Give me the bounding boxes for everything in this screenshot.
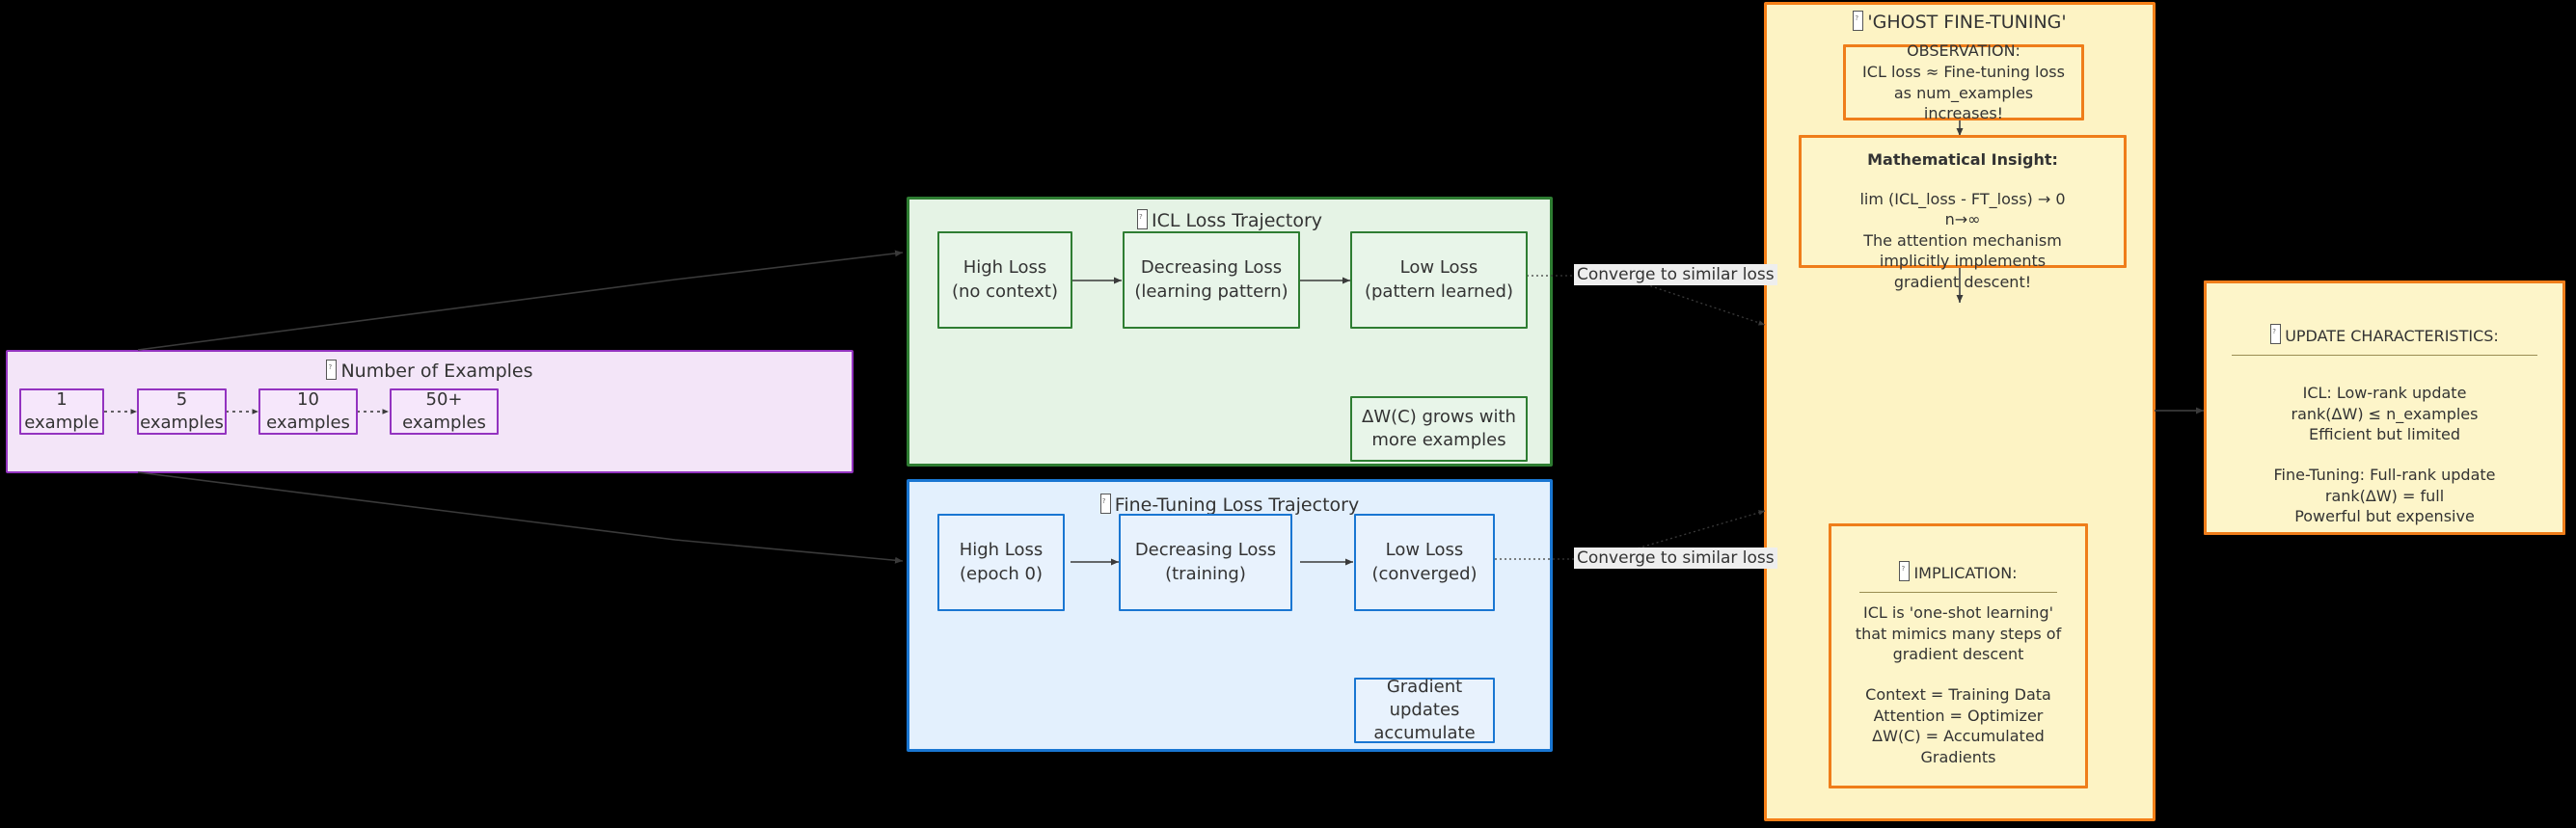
insight-line-6: gradient descent! <box>1893 272 2032 291</box>
implication-line-1: ICL is 'one-shot learning' <box>1863 603 2053 623</box>
edge-examples-to-icl <box>137 250 904 351</box>
implication-line-8: Gradients <box>1920 747 1996 766</box>
node-1-example[interactable]: 1 example <box>19 388 104 435</box>
implication-line-6: Attention = Optimizer <box>1873 706 2044 725</box>
implication-heading: IMPLICATION: <box>1899 540 2018 583</box>
cluster-title-icl: ICL Loss Trajectory <box>909 209 1550 233</box>
update-line-ft-3: Powerful but expensive <box>2294 507 2475 526</box>
node-ft-high-loss[interactable]: High Loss (epoch 0) <box>937 514 1065 611</box>
node-update-characteristics[interactable]: UPDATE CHARACTERISTICS: ICL: Low-rank up… <box>2204 280 2565 535</box>
update-line-ft-1: Fine-Tuning: Full-rank update <box>2273 465 2496 484</box>
update-heading: UPDATE CHARACTERISTICS: <box>2270 303 2499 346</box>
node-ft-gradient-note[interactable]: Gradient updates accumulate <box>1354 677 1495 743</box>
edge-label-ft-converge: Converge to similar loss <box>1574 548 1777 569</box>
node-icl-high-loss[interactable]: High Loss (no context) <box>937 231 1072 329</box>
update-line-icl-1: ICL: Low-rank update <box>2302 384 2467 403</box>
node-icl-decreasing-loss[interactable]: Decreasing Loss (learning pattern) <box>1123 231 1300 329</box>
update-line-ft-2: rank(ΔW) = full <box>2324 486 2445 505</box>
insight-line-5: implicitly implements <box>1879 252 2047 271</box>
edge-label-icl-converge: Converge to similar loss <box>1574 264 1777 285</box>
cluster-title-finetuning: Fine-Tuning Loss Trajectory <box>909 494 1550 518</box>
node-icl-low-loss[interactable]: Low Loss (pattern learned) <box>1350 231 1528 329</box>
node-mathematical-insight[interactable]: Mathematical Insight: lim (ICL_loss - FT… <box>1799 135 2127 291</box>
implication-divider <box>1858 592 2058 594</box>
node-5-examples[interactable]: 5 examples <box>137 388 227 435</box>
implication-line-7: ΔW(C) = Accumulated <box>1872 727 2045 746</box>
implication-line-5: Context = Training Data <box>1865 684 2051 704</box>
insight-line-2: n→∞ <box>1944 210 1981 229</box>
node-50-plus-examples[interactable]: 50+ examples <box>390 388 499 435</box>
update-line-icl-2: rank(ΔW) ≤ n_examples <box>2291 404 2479 423</box>
insight-line-1: lim (ICL_loss - FT_loss) → 0 <box>1859 189 2066 208</box>
missing-glyph-icon <box>1853 11 1864 31</box>
implication-line-3: gradient descent <box>1892 645 2024 664</box>
missing-glyph-icon <box>1899 560 1911 581</box>
missing-glyph-icon <box>2270 323 2282 344</box>
node-ft-low-loss[interactable]: Low Loss (converged) <box>1354 514 1495 611</box>
edge-examples-to-ft <box>137 471 904 564</box>
node-10-examples[interactable]: 10 examples <box>258 388 358 435</box>
missing-glyph-icon <box>326 360 338 380</box>
implication-line-2: that mimics many steps of <box>1855 624 2062 643</box>
observation-line-2: ICL loss ≈ Fine-tuning loss <box>1862 62 2065 81</box>
update-line-icl-3: Efficient but limited <box>2308 425 2460 444</box>
missing-glyph-icon <box>1099 494 1111 514</box>
node-implication[interactable]: IMPLICATION: ICL is 'one-shot learning' … <box>1829 523 2088 788</box>
node-ft-decreasing-loss[interactable]: Decreasing Loss (training) <box>1119 514 1292 611</box>
missing-glyph-icon <box>1136 209 1148 229</box>
update-divider <box>2231 355 2538 357</box>
node-observation[interactable]: OBSERVATION: ICL loss ≈ Fine-tuning loss… <box>1843 41 2084 122</box>
observation-line-3: as num_examples <box>1893 83 2034 102</box>
observation-line-4: increases! <box>1923 104 2004 123</box>
insight-heading: Mathematical Insight: <box>1867 150 2058 169</box>
observation-line-1: OBSERVATION: <box>1907 41 2020 61</box>
cluster-title-number-of-examples: Number of Examples <box>8 360 852 384</box>
node-icl-delta-w-note[interactable]: ΔW(C) grows with more examples <box>1350 396 1528 462</box>
cluster-title-ghost-fine-tuning: 'GHOST FINE-TUNING' <box>1767 11 2153 35</box>
insight-line-4: The attention mechanism <box>1863 230 2062 250</box>
